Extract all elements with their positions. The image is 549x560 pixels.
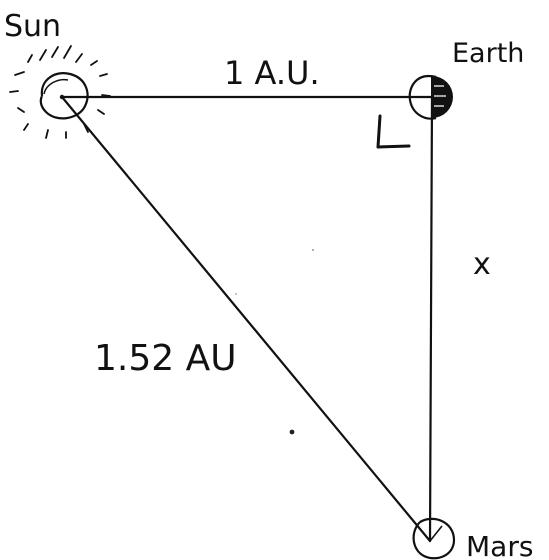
mars-circle-icon [412,517,456,560]
sun-rays [9,45,111,139]
sun-mars-distance-label: 1.52 AU [94,338,237,379]
sun-earth-distance-label: 1 A.U. [224,54,320,92]
earth-half-shaded-icon [408,74,453,120]
sun-icon [9,45,111,139]
right-angle-mark-icon [376,114,411,149]
stray-mark [312,249,314,251]
sun-mars-line [60,95,432,543]
earth-mars-distance-label: x [473,247,491,282]
earth-label: Earth [452,38,524,69]
earth-mars-line [428,95,434,543]
sun-label: Sun [4,9,61,44]
mars-label: Mars [466,530,533,560]
stray-mark [235,293,237,295]
stray-mark [289,429,295,435]
